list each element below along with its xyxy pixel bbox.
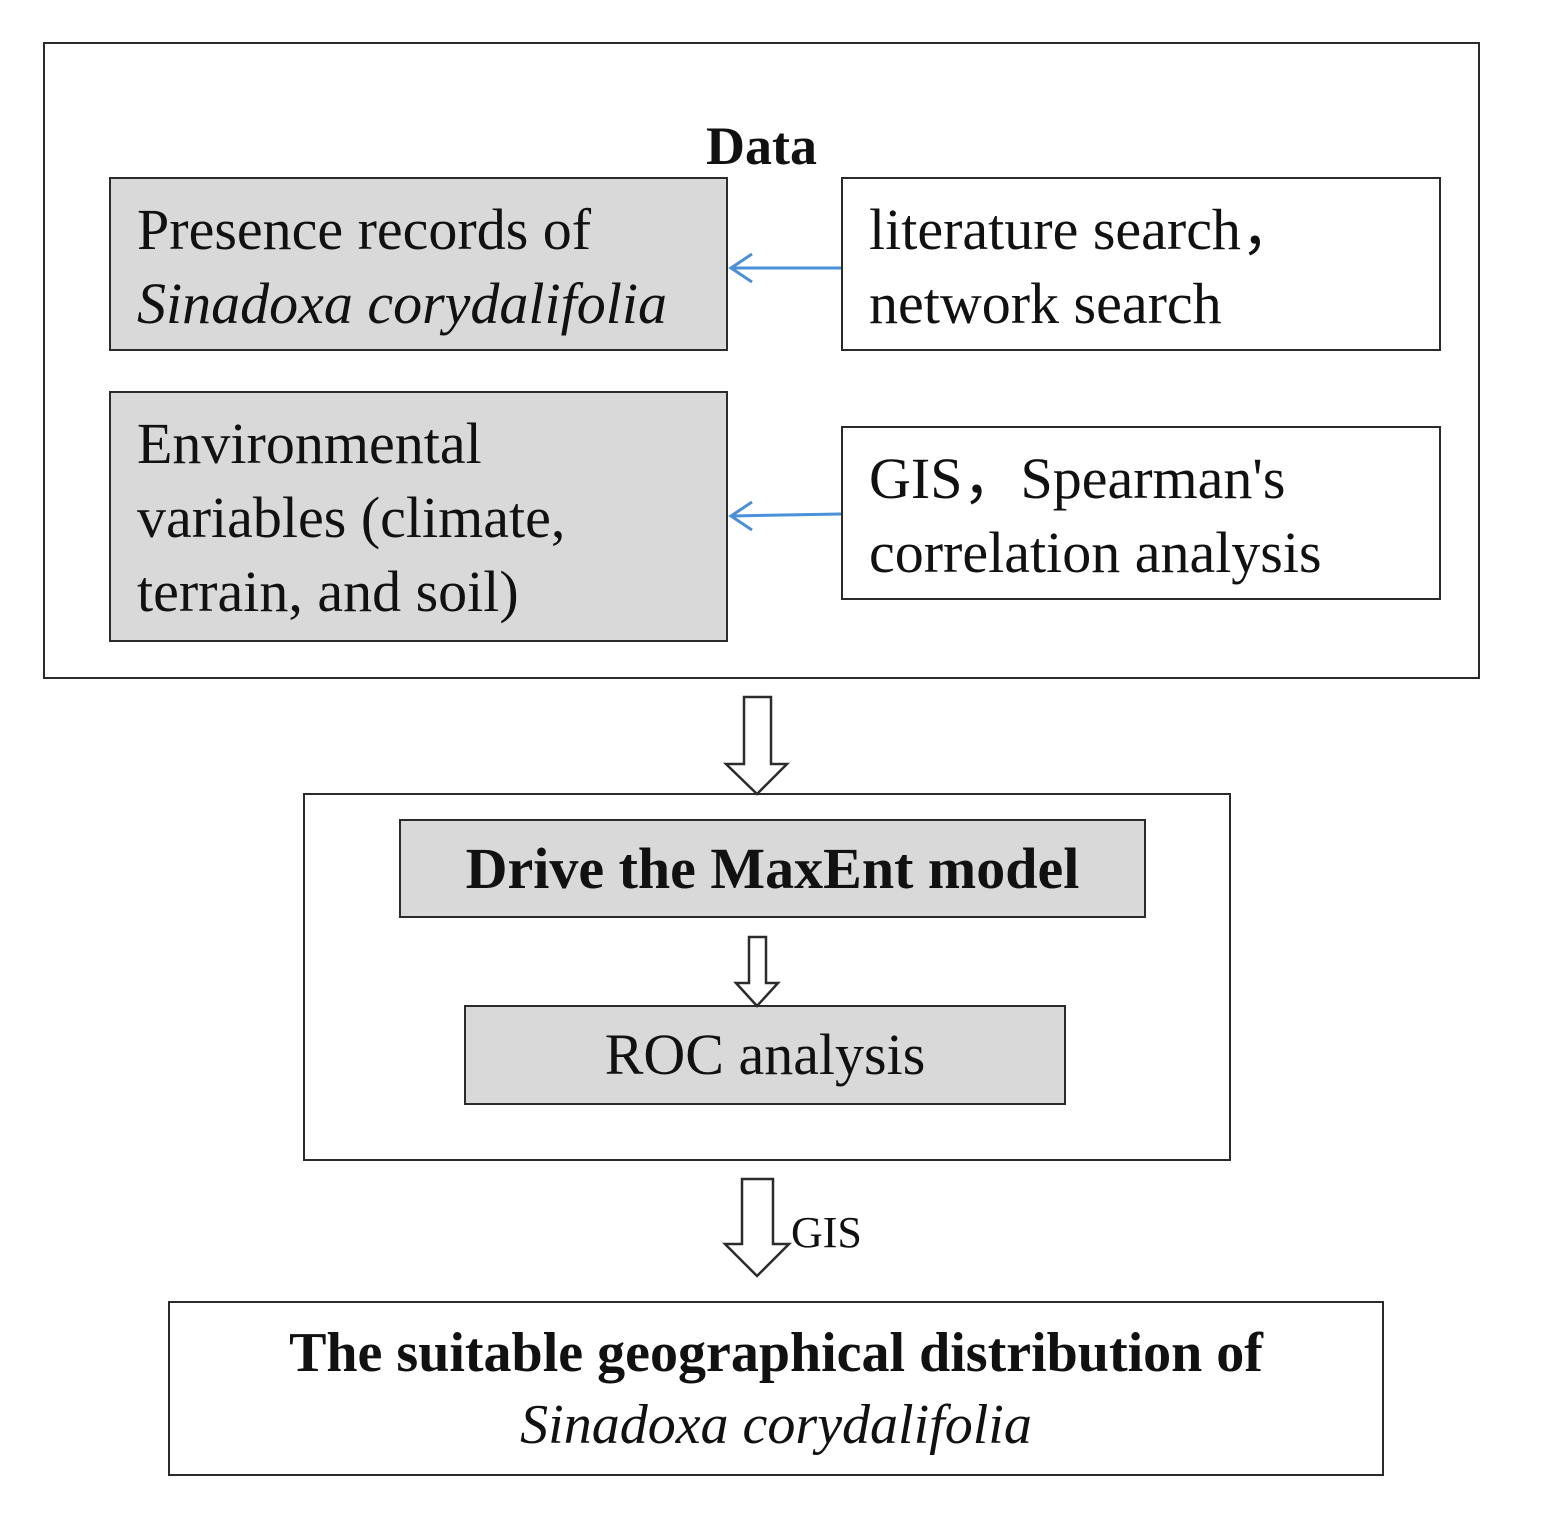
- presence-records-box: Presence records of Sinadoxa corydalifol…: [109, 177, 728, 351]
- result-species-line: Sinadoxa corydalifolia: [520, 1394, 1032, 1456]
- gis-spearman-line1: GIS，Spearman's: [869, 446, 1286, 511]
- hollow-arrow-model-to-result: [721, 1177, 793, 1278]
- environmental-variables-line1: Environmental: [137, 411, 482, 476]
- roc-analysis-label: ROC analysis: [604, 1022, 926, 1087]
- hollow-arrow-data-to-model: [722, 695, 791, 796]
- literature-search-line1: literature search，: [869, 197, 1299, 262]
- literature-search-line2: network search: [869, 271, 1222, 336]
- roc-analysis-box: ROC analysis: [464, 1005, 1066, 1105]
- gis-spearman-box: GIS，Spearman's correlation analysis: [841, 426, 1441, 600]
- environmental-variables-line2: variables (climate,: [137, 485, 566, 550]
- maxent-model-box: Drive the MaxEnt model: [399, 819, 1146, 918]
- environmental-variables-box: Environmental variables (climate, terrai…: [109, 391, 728, 642]
- gis-spearman-line2: correlation analysis: [869, 520, 1322, 585]
- data-section-title: Data: [706, 116, 817, 176]
- presence-records-line1: Presence records of: [137, 197, 592, 262]
- result-title-line1: The suitable geographical distribution o…: [289, 1322, 1263, 1384]
- maxent-model-label: Drive the MaxEnt model: [465, 836, 1080, 901]
- gis-arrow-label: GIS: [791, 1208, 862, 1257]
- presence-records-species: Sinadoxa corydalifolia: [137, 271, 667, 336]
- result-box: The suitable geographical distribution o…: [168, 1301, 1384, 1476]
- environmental-variables-line3: terrain, and soil): [137, 559, 519, 624]
- literature-search-box: literature search， network search: [841, 177, 1441, 351]
